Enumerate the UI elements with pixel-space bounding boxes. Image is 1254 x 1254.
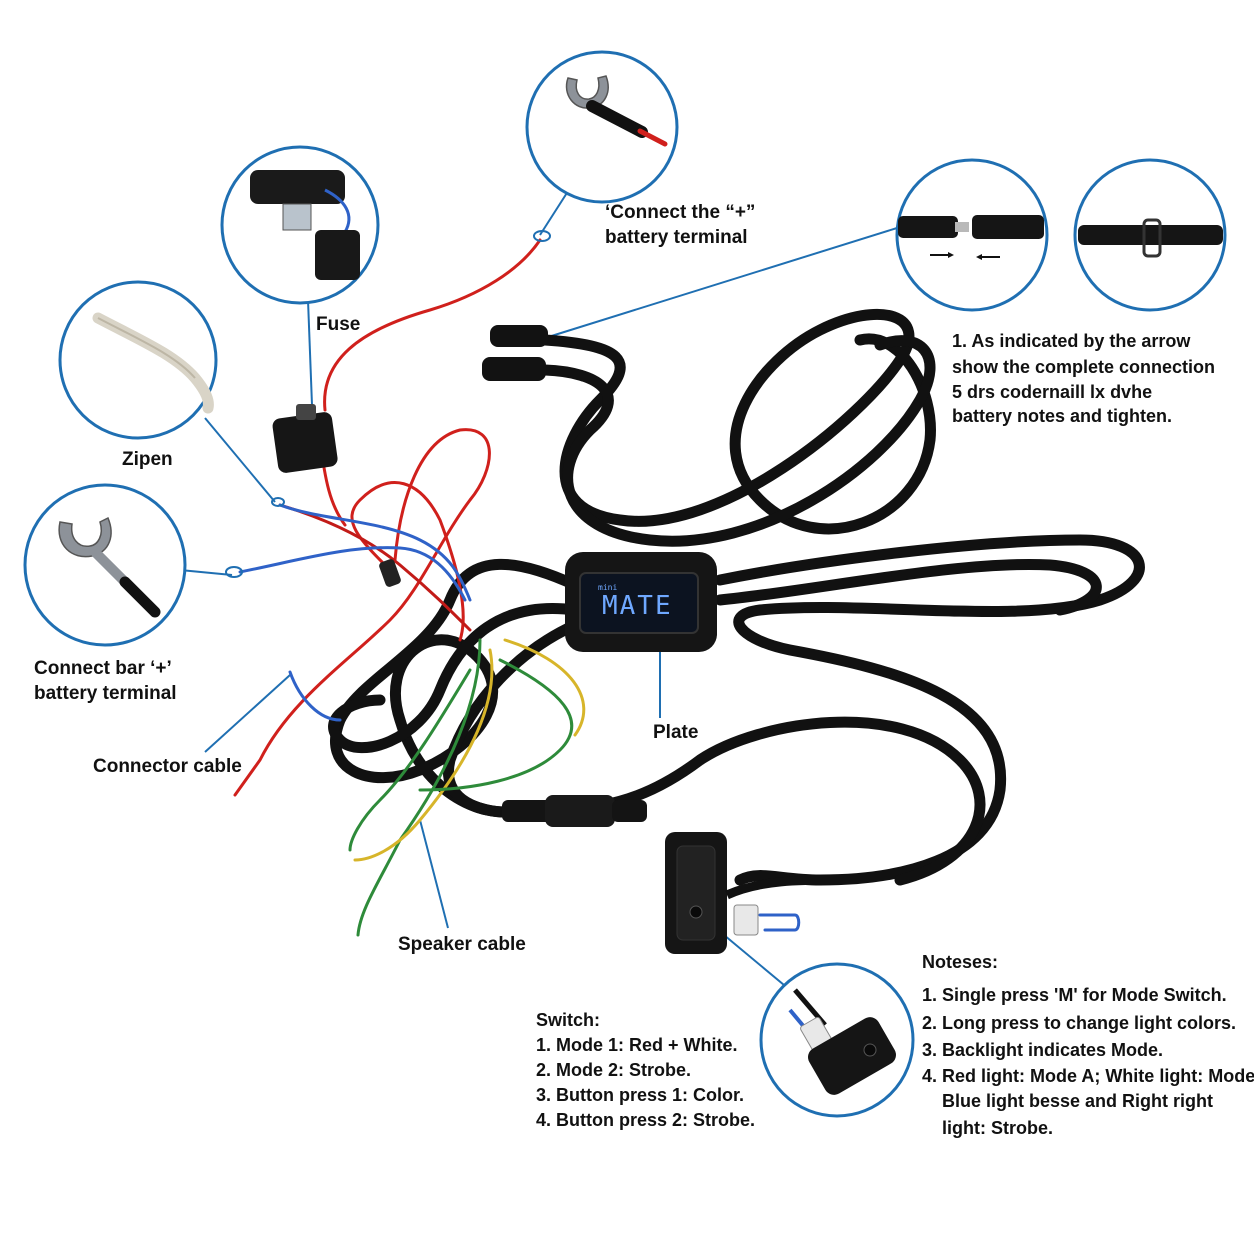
callout-fork-top bbox=[525, 50, 679, 204]
leader-lines bbox=[179, 184, 898, 991]
connect-plus-label-line1: ‘Connect the “+” bbox=[605, 202, 755, 223]
red-wire-loop-1 bbox=[233, 428, 491, 797]
inline-connector bbox=[502, 795, 647, 827]
left-loop-cable bbox=[330, 558, 581, 818]
callout-switch bbox=[759, 962, 915, 1118]
switch-notes-block: Switch: 1. Mode 1: Red + White. 2. Mode … bbox=[536, 1010, 755, 1130]
switch-note-item: 4. Button press 2: Strobe. bbox=[536, 1110, 755, 1130]
callout-fork-left bbox=[23, 483, 187, 647]
switch-blue-wire bbox=[758, 913, 801, 932]
wire-terminals bbox=[225, 230, 551, 578]
instruction-line: 5 drs codernaill lx dvhe bbox=[952, 382, 1152, 402]
bundle-zip-tie bbox=[379, 559, 401, 587]
leader-speaker bbox=[419, 819, 449, 929]
connect-bar-label-line2: battery terminal bbox=[34, 683, 177, 704]
instruction-line: 1. As indicated by the arrow bbox=[952, 331, 1191, 351]
connect-bar-label-line1: Connect bar ‘+’ bbox=[34, 658, 172, 679]
leader-connector-cable bbox=[204, 674, 291, 753]
controller-plate: mini MATE bbox=[565, 552, 717, 652]
callout-fuse bbox=[220, 145, 380, 305]
fork-terminal-icon bbox=[565, 75, 668, 147]
fuse-label: Fuse bbox=[316, 314, 360, 335]
yellow-wire-1 bbox=[353, 648, 494, 862]
zip-tie-icon bbox=[92, 312, 214, 414]
instructions-block: 1. As indicated by the arrow show the co… bbox=[952, 331, 1215, 426]
callout-zip-tie bbox=[58, 280, 218, 440]
switch-note-item: 2. Mode 2: Strobe. bbox=[536, 1060, 691, 1080]
instruction-line: show the complete connection bbox=[952, 357, 1215, 377]
yellow-wire-2 bbox=[503, 638, 586, 737]
switch-button-icon bbox=[788, 988, 896, 1095]
notes-title: Noteses: bbox=[922, 952, 998, 972]
note-item: 1. Single press 'M' for Mode Switch. bbox=[922, 985, 1227, 1005]
leader-connect-bar bbox=[179, 569, 233, 576]
green-wire-3 bbox=[348, 668, 472, 852]
speaker-cable-label: Speaker cable bbox=[398, 934, 526, 955]
switch-module bbox=[665, 832, 841, 954]
blue-wire-1 bbox=[278, 503, 472, 602]
note-item: 4. Red light: Mode A; White light: Mode … bbox=[922, 1066, 1254, 1086]
callout-connector-plugs bbox=[895, 158, 1049, 312]
blue-wire-2 bbox=[238, 546, 467, 602]
note-item: 3. Backlight indicates Mode. bbox=[922, 1040, 1163, 1060]
switch-note-item: 1. Mode 1: Red + White. bbox=[536, 1035, 738, 1055]
left-loop-cable-2 bbox=[328, 603, 581, 754]
switch-note-item: 3. Button press 1: Color. bbox=[536, 1085, 744, 1105]
callout-connected-cable bbox=[1073, 158, 1227, 312]
notes-block: Noteses: 1. Single press 'M' for Mode Sw… bbox=[922, 952, 1254, 1138]
connector-plug-icon bbox=[898, 215, 1044, 260]
note-item: light: Strobe. bbox=[942, 1118, 1053, 1138]
instruction-line: battery notes and tighten. bbox=[952, 406, 1172, 426]
switch-notes-title: Switch: bbox=[536, 1010, 600, 1030]
inline-fuse-holder bbox=[272, 404, 338, 473]
fuse-holder-icon bbox=[250, 170, 360, 280]
plate-label: Plate bbox=[653, 722, 698, 743]
upper-coil-cable-2 bbox=[539, 335, 936, 547]
note-item: Blue light besse and Right right bbox=[942, 1091, 1213, 1111]
red-wire-top bbox=[323, 238, 542, 412]
note-item: 2. Long press to change light colors. bbox=[922, 1013, 1236, 1033]
component-labels: ‘Connect the “+” battery terminal Fuse Z… bbox=[34, 202, 755, 955]
leader-fuse bbox=[307, 299, 313, 406]
right-loop-cable-2 bbox=[714, 558, 1102, 616]
green-wire-2 bbox=[418, 658, 574, 792]
leader-plugs bbox=[544, 227, 898, 339]
upper-coil-cable bbox=[539, 308, 936, 535]
leader-zipen bbox=[204, 417, 276, 503]
lcd-main-text: MATE bbox=[602, 591, 673, 621]
zipen-label: Zipen bbox=[122, 449, 173, 470]
connect-plus-label-line2: battery terminal bbox=[605, 227, 748, 248]
blue-wire-3 bbox=[288, 670, 342, 722]
connector-cable-label: Connector cable bbox=[93, 756, 242, 777]
fork-terminal-icon bbox=[58, 516, 161, 618]
green-wire-1 bbox=[356, 638, 482, 937]
lcd-small-text: mini bbox=[598, 583, 617, 592]
cable-joined-icon bbox=[1078, 218, 1223, 258]
thin-wires bbox=[233, 238, 801, 937]
upper-plug-ends bbox=[482, 325, 548, 381]
black-cable-bundle bbox=[328, 308, 1145, 886]
red-wire-3 bbox=[278, 503, 472, 632]
